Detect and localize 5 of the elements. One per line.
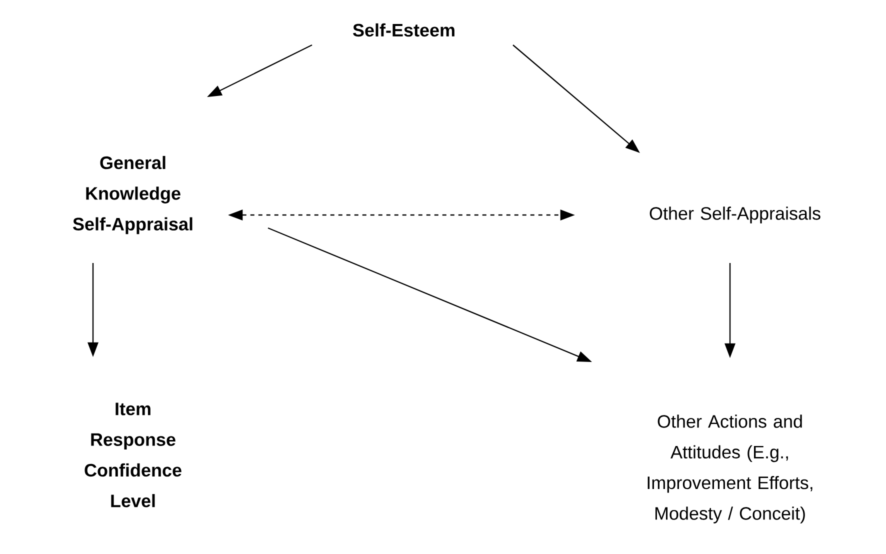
node-label: Other Self-Appraisals [650,206,820,224]
node-label: Item Response Confidence Level [84,402,182,508]
node-label: General Knowledge Self-Appraisal [73,156,192,234]
node-label: Self-Esteem [353,23,454,37]
node-label: Other Actions and Attitudes (E.g., Improvement Efforts, Modesty / Conceit) [648,414,812,524]
